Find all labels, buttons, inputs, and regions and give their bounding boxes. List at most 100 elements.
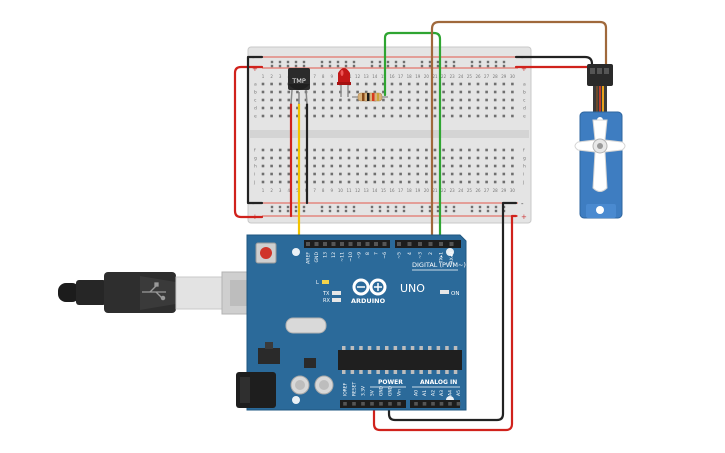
breadboard-hole [468, 172, 471, 176]
wire-black-gnd[interactable] [387, 201, 518, 422]
wire-green-led[interactable] [383, 31, 442, 246]
breadboard-hole [476, 106, 480, 110]
wire-red-left-loop[interactable] [233, 65, 264, 219]
rail-hole [452, 64, 456, 68]
breadboard-hole [382, 106, 385, 110]
header-pin[interactable] [340, 242, 344, 246]
breadboard-hole [450, 90, 454, 94]
row-letter: j [253, 180, 255, 186]
breadboard-hole [442, 164, 445, 168]
header-pin[interactable] [306, 242, 310, 246]
breadboard-hole [502, 172, 506, 176]
header-pin[interactable] [449, 242, 454, 246]
header-pin[interactable] [422, 402, 427, 406]
header-pin[interactable] [397, 242, 401, 246]
rail-hole [478, 209, 482, 213]
wire-brown-servo-signal[interactable] [430, 20, 608, 246]
rail-hole [436, 60, 440, 64]
wire-red-5v[interactable] [372, 214, 518, 432]
chip-pin [445, 370, 449, 374]
on-led [440, 290, 449, 294]
header-pin[interactable] [365, 242, 370, 246]
breadboard-hole [313, 180, 316, 184]
breadboard-hole [416, 114, 420, 118]
header-pin[interactable] [370, 402, 374, 406]
breadboard-hole [390, 90, 394, 94]
breadboard-hole [502, 114, 506, 118]
column-number: 29 [501, 188, 507, 193]
header-pin[interactable] [331, 242, 336, 246]
header-pin[interactable] [439, 242, 443, 246]
breadboard-hole [433, 148, 437, 152]
breadboard-hole [493, 148, 497, 152]
header-pin[interactable] [357, 242, 361, 246]
header-pin[interactable] [388, 402, 392, 406]
rail-hole [394, 209, 398, 213]
breadboard-hole [390, 156, 394, 160]
breadboard-hole [382, 98, 385, 102]
header-pin[interactable] [431, 402, 435, 406]
breadboard-hole [270, 90, 273, 94]
chip-pin [350, 370, 355, 374]
rail-hole [302, 205, 306, 209]
rail-hole [386, 209, 390, 213]
header-pin[interactable] [352, 402, 356, 406]
header-pin[interactable] [379, 402, 383, 406]
header-pin[interactable] [407, 242, 412, 246]
header-pin[interactable] [348, 242, 353, 246]
breadboard-hole [459, 106, 463, 110]
digital-pin-label: ~11 [340, 252, 346, 262]
red-led[interactable] [337, 68, 351, 97]
wire-black-left-loop[interactable] [246, 55, 264, 205]
breadboard-hole [347, 90, 351, 94]
breadboard-hole [468, 180, 471, 184]
header-pin[interactable] [439, 402, 444, 406]
servo-horn[interactable] [574, 119, 626, 192]
column-number: 1 [262, 74, 265, 79]
header-pin[interactable] [374, 242, 378, 246]
rail-hole [420, 209, 424, 213]
row-letter: c [523, 99, 526, 104]
breadboard-hole [330, 148, 334, 152]
rail-hole [278, 64, 282, 68]
breadboard-hole [278, 180, 282, 184]
rail-hole [494, 64, 498, 68]
breadboard-hole [476, 98, 480, 102]
header-pin[interactable] [343, 402, 347, 406]
column-number: 29 [501, 74, 507, 79]
rail-hole [394, 60, 398, 64]
reset-button[interactable] [255, 242, 277, 264]
usb-cable[interactable] [58, 271, 279, 315]
power-pin-label: 5V [370, 390, 376, 396]
column-number: 13 [364, 74, 370, 79]
rail-hole [378, 205, 382, 209]
rail-hole [302, 64, 306, 68]
header-pin[interactable] [456, 402, 461, 406]
header-pin[interactable] [428, 242, 433, 246]
tmp-sensor[interactable]: TMP [288, 68, 310, 105]
breadboard-hole [364, 180, 368, 184]
tx-label: TX [322, 291, 330, 297]
on-label: ON [451, 291, 459, 297]
header-pin[interactable] [361, 402, 365, 406]
wire-black-servo-gnd[interactable] [514, 55, 594, 70]
header-pin[interactable] [418, 242, 422, 246]
servo-motor[interactable] [574, 64, 626, 219]
header-pin[interactable] [448, 402, 452, 406]
breadboard-hole [425, 156, 428, 160]
breadboard-hole [433, 82, 437, 86]
header-pin[interactable] [382, 242, 387, 246]
header-pin[interactable] [314, 242, 319, 246]
breadboard-hole [261, 148, 265, 152]
breadboard-hole [493, 114, 497, 118]
rail-hole [444, 205, 448, 209]
chip-pin [453, 346, 458, 350]
column-number: 24 [458, 74, 464, 79]
breadboard-hole [399, 172, 402, 176]
header-pin[interactable] [414, 402, 418, 406]
rail-hole [402, 205, 406, 209]
resistor[interactable] [352, 92, 388, 102]
header-pin[interactable] [323, 242, 327, 246]
breadboard-hole [476, 90, 480, 94]
header-pin[interactable] [397, 402, 401, 406]
